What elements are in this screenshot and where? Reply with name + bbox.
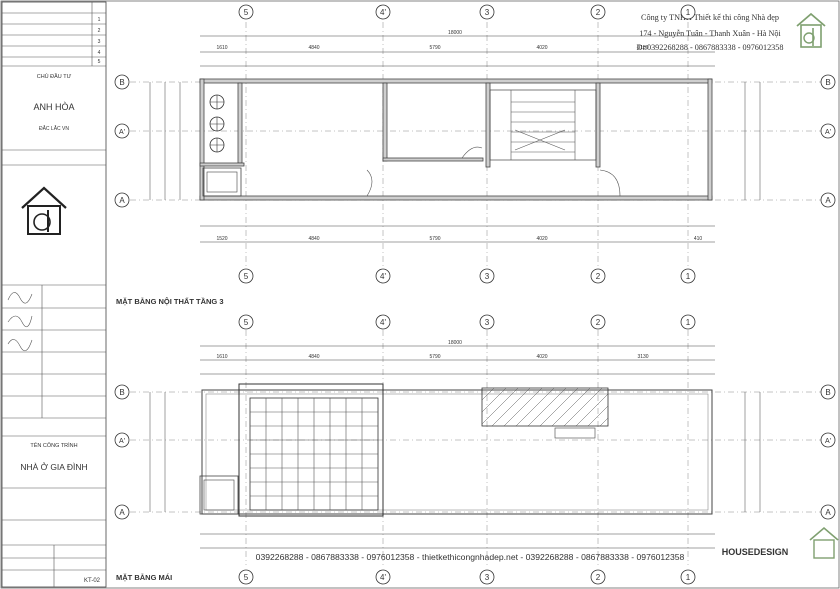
rev-row: 2 [98,28,101,34]
owner-address: ĐẮC LẮC VN [39,124,69,132]
dimension-label: 4840 [308,236,319,242]
axis-label: 2 [596,8,601,17]
axis-label: 3 [485,272,490,281]
company-phone: Đt:0392268288 - 0867883338 - 0976012358 [637,43,784,52]
company-header: Công ty TNHH Thiết kế thi công Nhà đẹp 1… [637,12,826,52]
project-name: NHÀ Ở GIA ĐÌNH [20,461,87,472]
dimension-label: 5790 [429,236,440,242]
axis-bubbles-bottom: 5 4' 3 2 1 [238,569,696,585]
dimension-label: 410 [694,236,703,242]
dimension-label: 4840 [308,354,319,360]
footer-contact-strip: 0392268288 - 0867883338 - 0976012358 - t… [256,552,685,562]
housedesign-watermark: HOUSEDESIGN [722,526,839,559]
axis-label: A' [825,129,831,136]
axis-label: 1 [686,8,691,17]
axis-label: 5 [244,573,249,582]
company-address: 174 - Nguyễn Tuân - Thanh Xuân - Hà Nội [639,29,781,38]
rev-row: 3 [98,39,101,45]
axis-label: 5 [244,318,249,327]
axis-label: A [825,508,831,517]
drawing-code: KT-02 [84,578,101,584]
axis-label: A' [825,438,831,445]
rev-row: 4 [98,50,101,56]
floor3-plan-title: MẶT BẰNG NỘI THẤT TẦNG 3 [116,296,224,306]
dimension-label: 4020 [536,236,547,242]
axis-label: B [119,388,124,397]
project-label: TÊN CÔNG TRÌNH [30,441,77,449]
signature-mark [7,315,33,328]
axis-bubbles-rows-bottom: B A' A B A' A [114,384,836,520]
axis-bubbles-rows-top: B A' A B A' A [114,74,836,208]
axis-label: A [119,508,125,517]
door-swing [366,169,373,197]
dimension-label: 5790 [429,45,440,51]
door-swing [461,146,483,159]
title-block: 1 2 3 4 5 CHỦ ĐẦU TƯ ANH HÒA ĐẮC LẮC VN [1,1,107,588]
axis-label: A [119,196,125,205]
roof-skylight-grid [238,383,384,517]
axis-label: B [119,78,124,87]
stair-roof-hatch [481,387,609,439]
axis-label: 3 [485,318,490,327]
company-logo [21,186,67,235]
staircase [489,89,597,161]
axis-label: 1 [686,318,691,327]
revision-table: 1 2 3 4 5 [2,2,106,67]
axis-bubbles-middle: 5 4' 3 2 1 [238,268,696,284]
signature-mark [7,292,33,304]
axis-label: 5 [244,272,249,281]
axis-label: 2 [596,318,601,327]
floor3-plan: 18000 1610 4840 5790 4020 3130 [130,22,830,280]
dimension-label: 1610 [216,354,227,360]
owner-name: ANH HÒA [33,102,74,112]
axis-bubbles-top: 5 4' 3 2 1 [238,4,696,20]
dimension-label: 4020 [536,45,547,51]
dimension-label: 4840 [308,45,319,51]
signature-mark [7,339,33,352]
axis-label: 4' [380,8,386,17]
axis-label: 4' [380,318,386,327]
axis-label: A' [119,129,125,136]
axis-label: 1 [686,272,691,281]
watermark-text: HOUSEDESIGN [722,547,789,557]
company-logo-icon [796,12,826,48]
dimension-label: 1520 [216,236,227,242]
axis-label: A' [119,438,125,445]
axis-label: 1 [686,573,691,582]
axis-label: 4' [380,272,386,281]
axis-label: 2 [596,573,601,582]
company-name: Công ty TNHH Thiết kế thi công Nhà đẹp [641,13,779,22]
axis-label: 4' [380,573,386,582]
rev-row: 1 [98,17,101,23]
dimension-label: 5790 [429,354,440,360]
door-swing [599,169,621,197]
signature-table [2,285,106,419]
axis-label: 2 [596,272,601,281]
dimension-label: 3130 [637,45,648,51]
dimension-label: 1610 [216,45,227,51]
axis-label: 5 [244,8,249,17]
roof-plan-title: MẶT BẰNG MÁI [116,573,172,582]
axis-label: 3 [485,573,490,582]
total-dimension: 18000 [448,340,462,346]
plant-icon [209,94,225,153]
axis-label: B [825,78,830,87]
roof-plan: 5 4' 3 2 1 18000 1610 4840 5790 4020 313… [130,314,830,565]
axis-label: A [825,196,831,205]
dimension-label: 4020 [536,354,547,360]
dimension-label: 3130 [637,354,648,360]
axis-label: 3 [485,8,490,17]
total-dimension: 18000 [448,30,462,36]
owner-label: CHỦ ĐẦU TƯ [37,73,72,80]
rev-row: 5 [98,59,101,65]
axis-label: B [825,388,830,397]
